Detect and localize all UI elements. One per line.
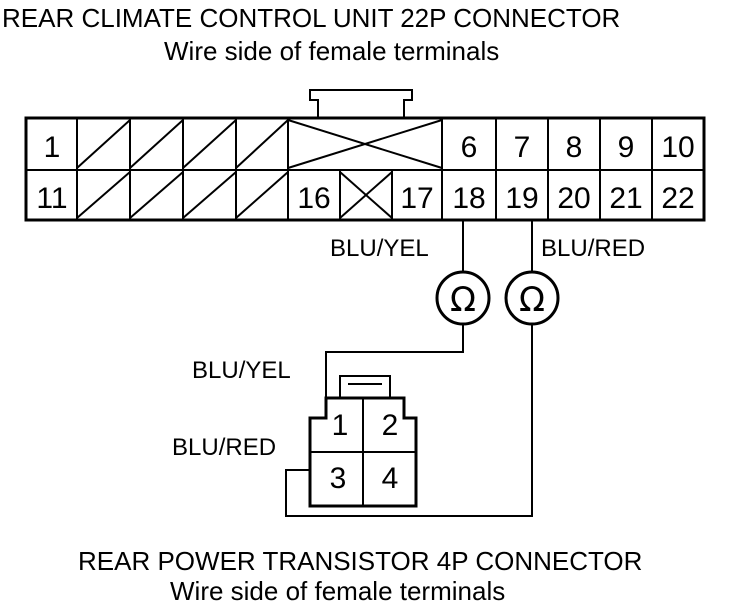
pin-22-label: 22 — [661, 182, 694, 215]
connector-4p-latch — [339, 375, 391, 398]
pin-7-label: 7 — [514, 131, 531, 164]
wire-to-pin1 — [325, 324, 464, 398]
connector-4p: 1 2 3 4 — [308, 375, 418, 508]
wire-to-pin3 — [285, 324, 533, 517]
pin4p-2-label: 2 — [382, 409, 399, 442]
wire-label-blu-red-bottom: BLU/RED — [172, 434, 276, 461]
pin-17-label: 17 — [400, 182, 433, 215]
ohmmeter-right: Ω — [504, 270, 560, 326]
wire-label-blu-yel-top: BLU/YEL — [330, 235, 429, 262]
pin-11-label: 11 — [36, 182, 67, 215]
ohm-symbol-left: Ω — [450, 280, 476, 320]
pin-8-label: 8 — [566, 131, 583, 164]
bottom-connector-title: REAR POWER TRANSISTOR 4P CONNECTOR — [78, 546, 642, 576]
pin4p-1-label: 1 — [332, 409, 349, 442]
wire-label-blu-yel-bottom: BLU/YEL — [192, 357, 291, 384]
ohmmeter-left: Ω — [435, 270, 491, 326]
top-connector-title: REAR CLIMATE CONTROL UNIT 22P CONNECTOR — [2, 3, 620, 33]
pin-9-label: 9 — [618, 131, 635, 164]
pin-19-label: 19 — [505, 182, 538, 215]
pin-20-label: 20 — [557, 182, 590, 215]
top-connector-subtitle: Wire side of female terminals — [164, 36, 499, 66]
cell-grid — [76, 118, 653, 220]
bottom-connector-subtitle: Wire side of female terminals — [170, 576, 505, 606]
pin-6-label: 6 — [461, 131, 478, 164]
connector-latch — [309, 89, 413, 118]
pin-18-label: 18 — [452, 182, 485, 215]
connector-22p: 1 6 7 8 9 10 11 16 17 18 19 20 21 22 — [24, 89, 706, 222]
pin-1-label: 1 — [44, 131, 61, 164]
pin4p-4-label: 4 — [382, 462, 399, 495]
pin4p-3-label: 3 — [330, 462, 347, 495]
ohm-symbol-right: Ω — [519, 280, 545, 320]
blocked-cavities — [76, 119, 443, 219]
pin-21-label: 21 — [609, 182, 642, 215]
pin-16-label: 16 — [297, 182, 330, 215]
pin-10-label: 10 — [661, 131, 694, 164]
wire-label-blu-red-top: BLU/RED — [541, 235, 645, 262]
